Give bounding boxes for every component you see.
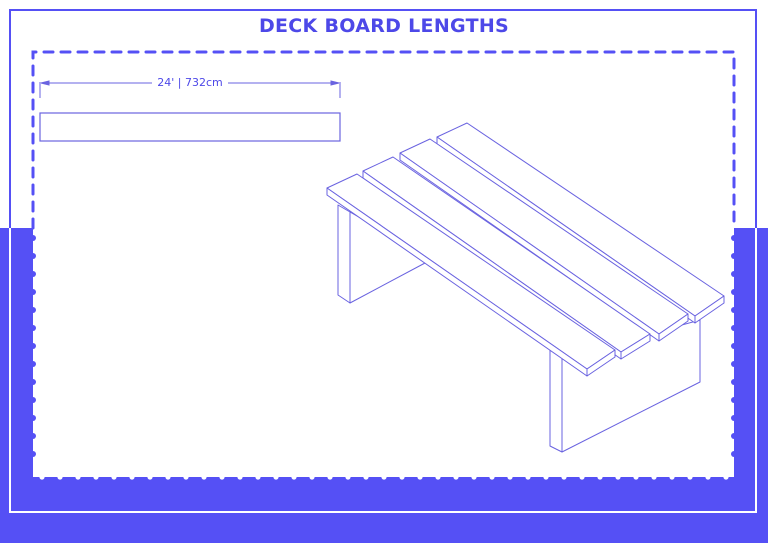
board-3 xyxy=(399,138,689,342)
bench-illustration xyxy=(326,122,725,453)
board-1 xyxy=(326,173,616,377)
dimension-label: 24' | 732cm xyxy=(152,76,228,89)
page-title: DECK BOARD LENGTHS xyxy=(258,15,510,37)
single-deck-board xyxy=(39,112,341,142)
outer-frame-lower xyxy=(9,228,757,513)
dimension-indicator xyxy=(39,80,341,98)
